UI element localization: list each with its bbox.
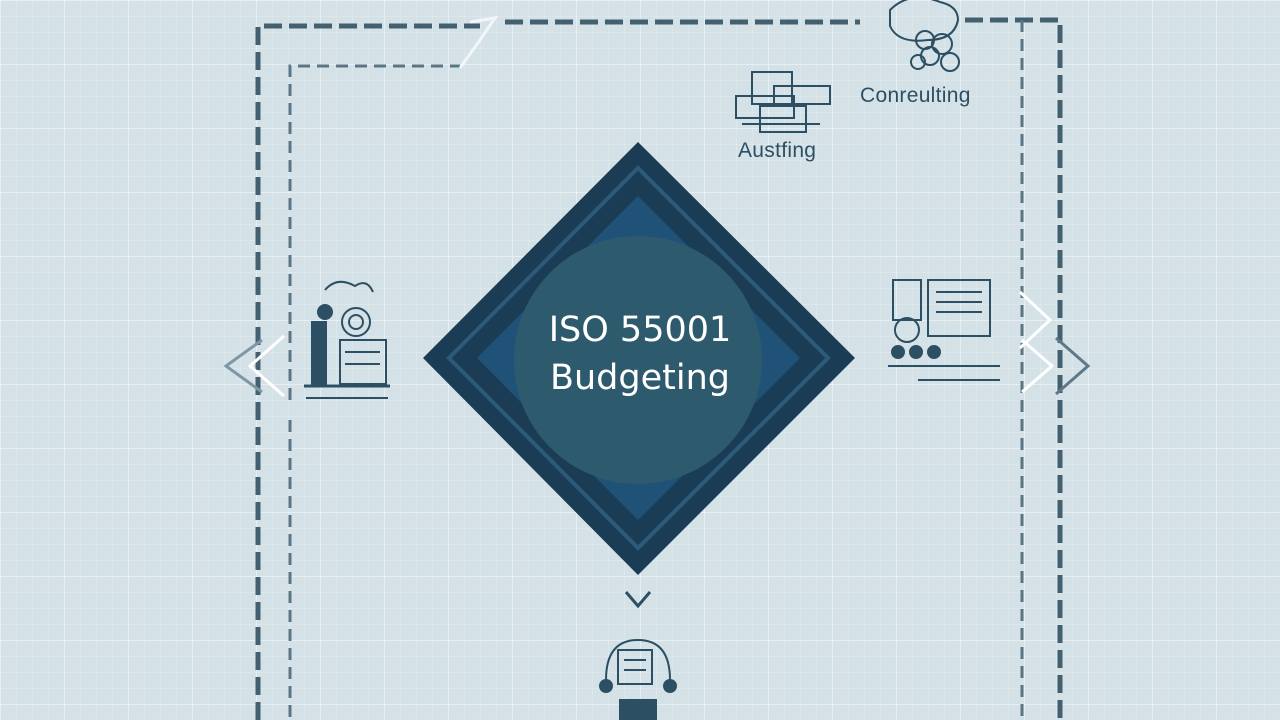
- blocks-icon: [735, 71, 831, 133]
- center-diamond: [423, 142, 855, 575]
- down-arrow-icon: [624, 591, 652, 609]
- computer-team-icon: [888, 279, 1000, 381]
- headset-support-icon: [599, 638, 677, 720]
- auditing-label: Austfing: [738, 139, 817, 162]
- inner-frame: [288, 20, 1024, 720]
- outer-frame: [255, 17, 1063, 720]
- center-title-line2: Budgeting: [549, 358, 730, 398]
- right-arrow-icon: [1018, 290, 1091, 396]
- center-title-line1: ISO 55001: [548, 310, 732, 350]
- center-title: ISO 55001 Budgeting: [510, 306, 770, 402]
- person-at-desk-icon: [304, 280, 390, 399]
- frame-notch: [458, 15, 499, 69]
- team-icon: [889, 0, 960, 72]
- left-arrow-icon: [223, 334, 285, 398]
- consulting-label: Conreulting: [860, 84, 971, 107]
